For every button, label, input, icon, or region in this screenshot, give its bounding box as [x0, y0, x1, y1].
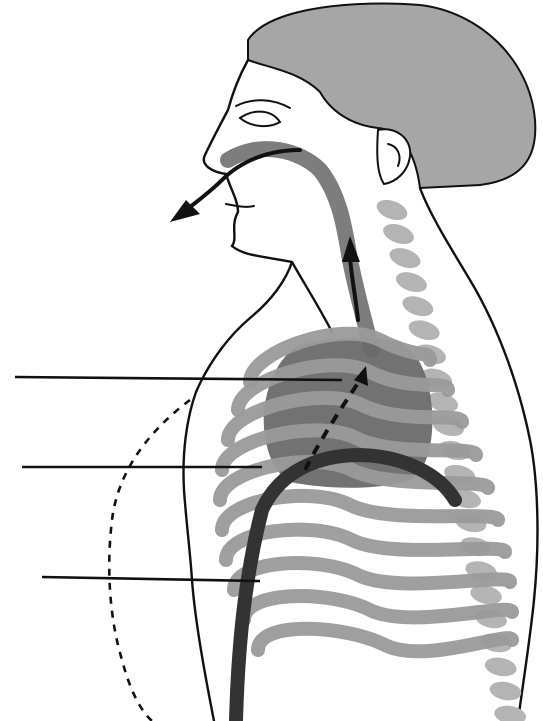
- vertebra-1: [374, 196, 410, 224]
- vertebra-4: [393, 268, 429, 295]
- leader-line-lower: [42, 577, 260, 581]
- vertebra-21: [488, 679, 523, 703]
- vertebra-22: [493, 703, 528, 721]
- rib-7: [226, 530, 505, 560]
- ear: [377, 129, 410, 184]
- vertebra-20: [483, 655, 518, 679]
- mouth: [226, 204, 254, 207]
- vertebra-5: [400, 293, 436, 320]
- dashed-chest-outline: [109, 400, 190, 721]
- vertebra-6: [406, 317, 442, 344]
- eye: [240, 112, 280, 126]
- rib-10: [258, 629, 512, 652]
- vertebra-3: [387, 244, 423, 271]
- vertebra-2: [380, 220, 416, 248]
- rib-9: [244, 596, 512, 620]
- eyebrow: [236, 100, 290, 108]
